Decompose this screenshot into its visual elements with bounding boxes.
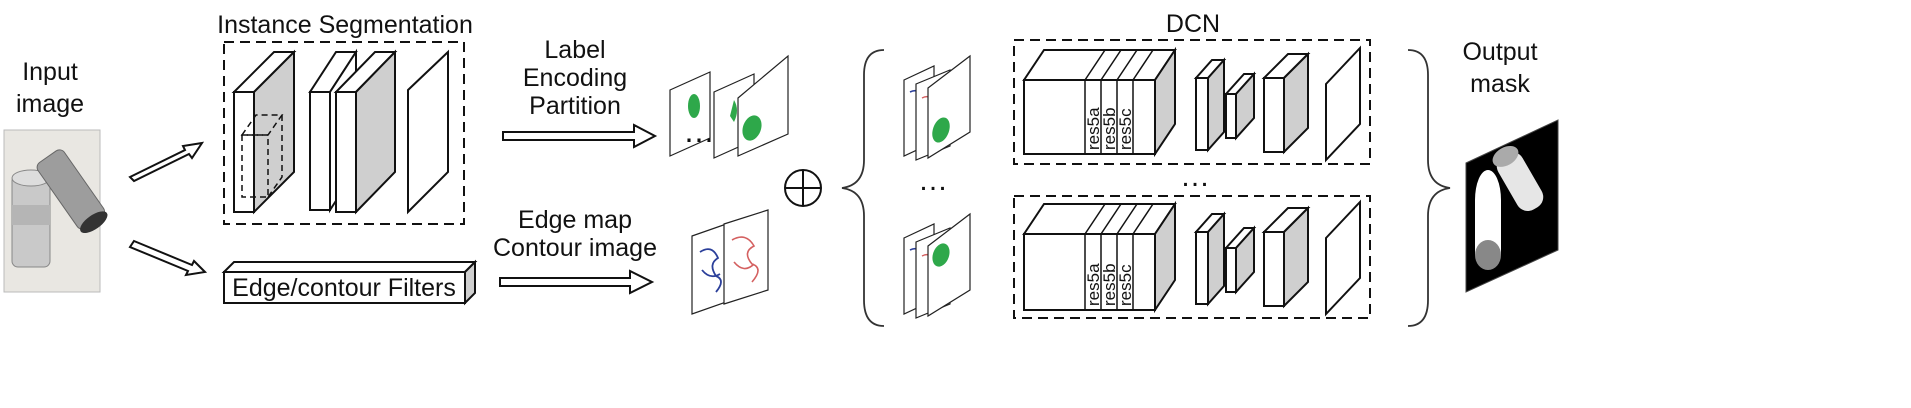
dcn-bottom-block-small-1 <box>1193 211 1227 307</box>
right-brace <box>1407 49 1451 327</box>
dcn-input-stack-bottom <box>903 212 971 319</box>
dcn-input-stack-top <box>903 54 971 161</box>
edge-filters-label: Edge/contour Filters <box>232 274 456 302</box>
dcn-top-block-small-1 <box>1193 57 1227 153</box>
label-map-ellipsis: ⋯ <box>684 124 714 157</box>
dcn-input-ellipsis: … <box>918 164 948 197</box>
edge-map-stack <box>691 209 769 315</box>
dcn-top-block-small-2 <box>1223 71 1257 141</box>
dcn-title: DCN <box>1166 10 1220 38</box>
label-encoding-text-1: Label <box>544 36 605 64</box>
dcn-top-res5a: res5a <box>1084 107 1103 150</box>
dcn-top-backbone <box>1022 46 1177 158</box>
arrow-to-edge-maps <box>499 269 655 295</box>
output-mask-image <box>1465 119 1559 293</box>
arrow-to-label-maps <box>502 123 658 149</box>
instance-segmentation-box <box>223 41 465 225</box>
segmentation-block-1 <box>231 49 297 215</box>
dcn-module-ellipsis: … <box>1180 160 1210 193</box>
dcn-module-bottom <box>1013 195 1371 319</box>
dcn-top-res5b: res5b <box>1100 107 1119 150</box>
input-image-label-1: Input <box>22 58 78 86</box>
instance-segmentation-title: Instance Segmentation <box>217 11 473 39</box>
label-encoding-text-2: Encoding <box>523 64 627 92</box>
dcn-top-output-plane <box>1325 45 1361 163</box>
circle-plus-icon <box>784 169 822 207</box>
dcn-bottom-res5a: res5a <box>1084 263 1103 306</box>
dcn-module-top <box>1013 39 1371 165</box>
segmentation-block-3 <box>333 49 398 215</box>
input-image-photo <box>3 129 108 293</box>
output-mask-label-2: mask <box>1470 70 1530 98</box>
arrow-to-segmentation <box>128 141 205 183</box>
dcn-bottom-block-small-3 <box>1261 205 1311 309</box>
left-brace <box>841 49 885 327</box>
dcn-bottom-backbone <box>1022 200 1177 314</box>
dcn-bottom-res5b: res5b <box>1100 263 1119 306</box>
arrow-to-edge-filters <box>128 239 208 277</box>
label-encoding-text-3: Partition <box>529 92 621 120</box>
edge-map-text-2: Contour image <box>493 234 657 262</box>
dcn-bottom-res5c: res5c <box>1116 264 1135 306</box>
input-image-label-2: image <box>16 90 84 118</box>
segmentation-output-plane <box>407 49 449 215</box>
dcn-top-res5c: res5c <box>1116 108 1135 150</box>
edge-map-text-1: Edge map <box>518 206 632 234</box>
dcn-bottom-output-plane <box>1325 199 1361 317</box>
output-mask-label-1: Output <box>1462 38 1537 66</box>
dcn-top-block-small-3 <box>1261 51 1311 155</box>
dcn-bottom-block-small-2 <box>1223 225 1257 295</box>
edge-filters-block <box>221 259 478 306</box>
label-map-stack: ⋯ <box>669 54 789 159</box>
